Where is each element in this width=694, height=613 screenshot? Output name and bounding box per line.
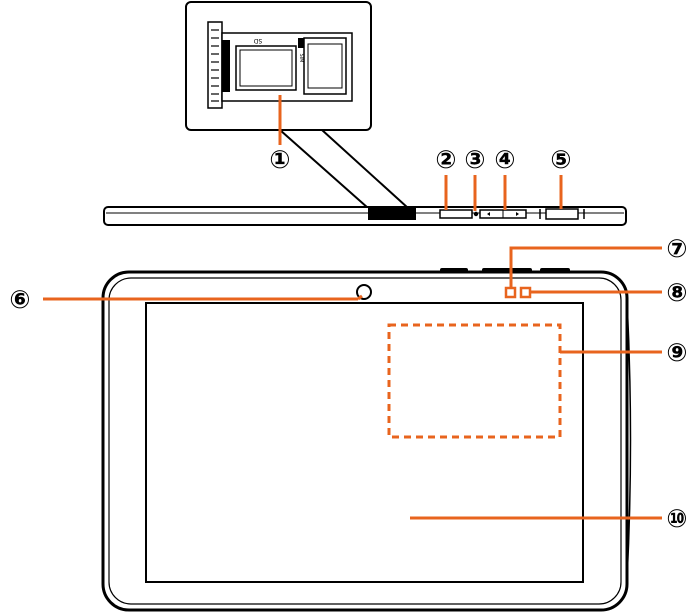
- light-sensor: [504, 286, 517, 299]
- nfc-area: [387, 323, 562, 439]
- callout-1: ①: [269, 145, 290, 174]
- leader-7: [509, 246, 662, 288]
- tablet-top-edge: [103, 175, 627, 226]
- callout-6: ⑥: [9, 285, 30, 314]
- microphone: [473, 211, 479, 217]
- tray-inset: SD SIM: [185, 1, 409, 209]
- callout-10: ⑩: [666, 504, 687, 533]
- callout-8: ⑧: [666, 278, 687, 307]
- tablet-front: [43, 246, 662, 612]
- callout-2: ②: [435, 145, 456, 174]
- callout-5: ⑤: [550, 145, 571, 174]
- sd-slot: [235, 45, 297, 91]
- sim-slot: [303, 37, 347, 95]
- callout-labels: ① ② ③ ④ ⑤ ⑥ ⑦ ⑧ ⑨ ⑩: [9, 145, 687, 533]
- callout-7: ⑦: [666, 234, 687, 263]
- zoom-line: [279, 129, 409, 209]
- touch-screen: [145, 302, 584, 583]
- sim-sd-tray: SD SIM: [207, 21, 353, 109]
- callout-3: ③: [464, 145, 485, 174]
- tray-slot: [368, 208, 416, 220]
- sd-mark: SD: [253, 37, 262, 44]
- power-key: [439, 209, 473, 219]
- proximity-sensor: [519, 286, 532, 299]
- sim-mark: SIM: [298, 54, 304, 63]
- usb-port: [545, 208, 579, 220]
- callout-9: ⑨: [666, 338, 687, 367]
- callout-4: ④: [494, 145, 515, 174]
